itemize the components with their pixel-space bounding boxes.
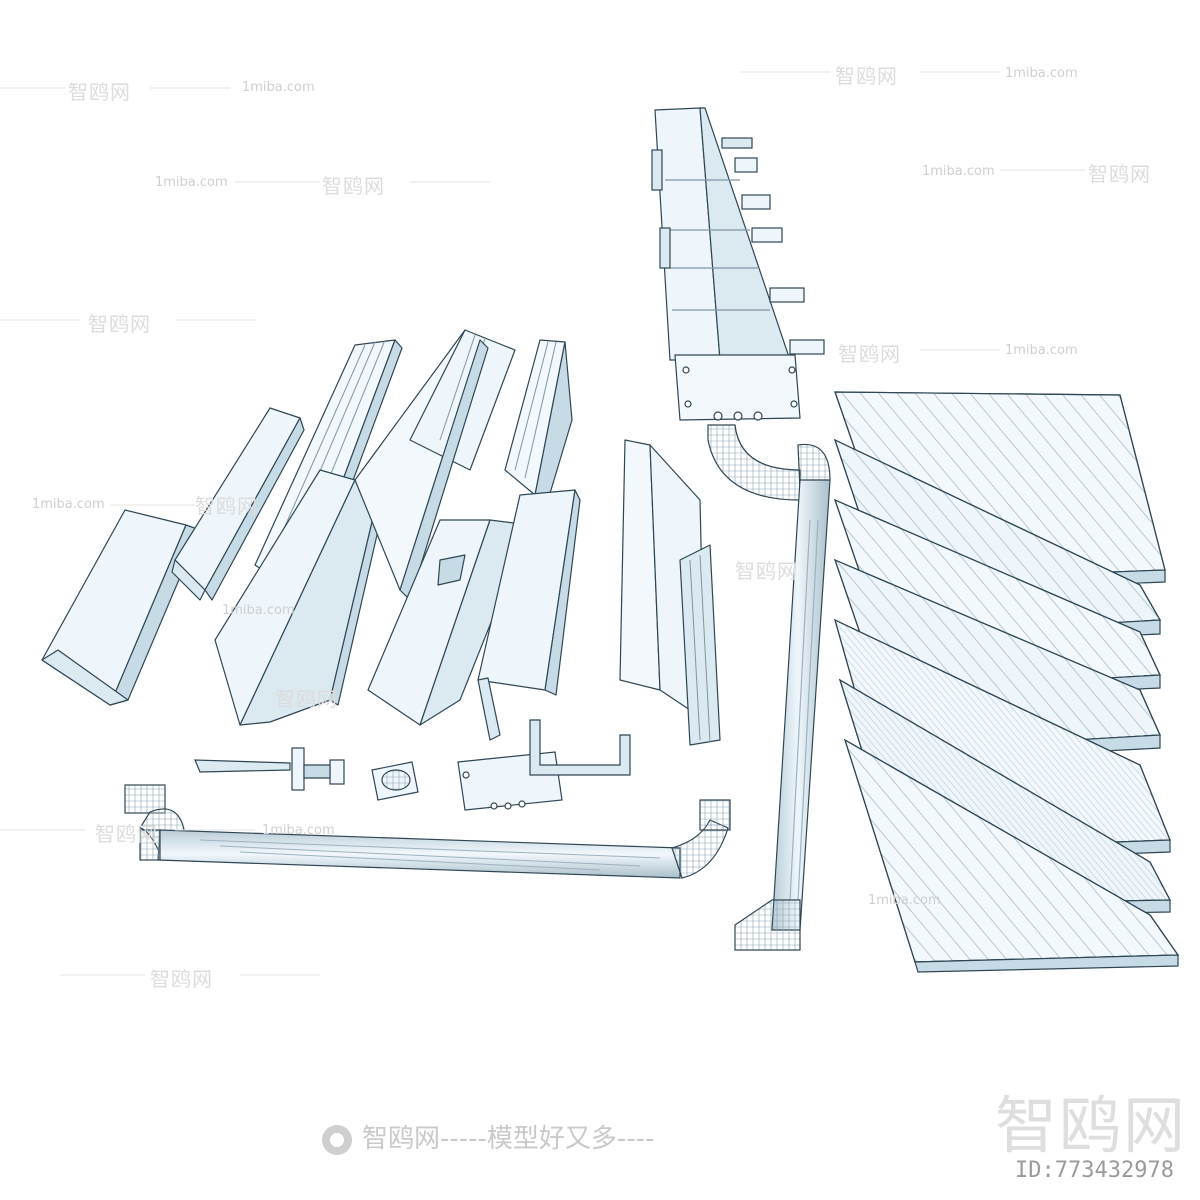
roof-panels [833,391,1180,973]
corner-brand-watermark: 智鸥网 [995,1089,1188,1162]
flashing-profile [619,439,721,746]
end-cap-plate [457,751,563,811]
outlet-fitting [371,761,419,801]
watermark-site: 1miba.com [155,175,228,190]
watermark-brand: 智鸥网 [275,687,338,711]
footer-text: 智鸥网-----模型好又多---- [362,1124,655,1154]
watermark-site: 1miba.com [868,893,941,908]
small-channel-profile [171,407,305,601]
gutter-brackets [651,137,825,355]
watermark-brand: 智鸥网 [95,822,158,846]
watermark-brand: 智鸥网 [68,80,131,104]
brand-logo-icon [322,1124,352,1155]
watermark-site: 1miba.com [1005,343,1078,358]
z-bracket [529,719,631,776]
watermark-brand: 智鸥网 [88,312,151,336]
hanger-bracket [194,747,345,791]
model-id-label: ID:773432978 [1015,1158,1174,1183]
horizontal-downpipe [124,784,731,879]
watermark-brand: 智鸥网 [150,967,213,991]
rectangular-channel-profile [477,489,581,741]
watermark-brand: 智鸥网 [735,559,798,583]
angle-trim-profile [41,509,201,706]
watermark-site: 1miba.com [242,80,315,95]
half-round-profile [504,339,573,501]
watermark-site: 1miba.com [1005,66,1078,81]
watermark-brand: 智鸥网 [322,174,385,198]
watermark-site: 1miba.com [922,164,995,179]
ridge-cap-profile [354,329,516,601]
watermark-site: 1miba.com [222,603,295,618]
watermark-brand: 智鸥网 [1088,162,1151,186]
watermark-brand: 智鸥网 [838,342,901,366]
vertical-downpipe [707,424,831,951]
roof-panel-7 [843,738,1180,973]
footer-watermark: 智鸥网-----模型好又多---- [322,1118,654,1155]
watermark-site: 1miba.com [32,497,105,512]
box-gutter-assembly [651,107,825,421]
gutter-profiles [41,329,721,746]
watermark-brand: 智鸥网 [195,494,258,518]
watermark-site: 1miba.com [262,823,335,838]
fittings [194,719,631,811]
watermark-brand: 智鸥网 [835,64,898,88]
watermark-lines [0,71,1085,976]
